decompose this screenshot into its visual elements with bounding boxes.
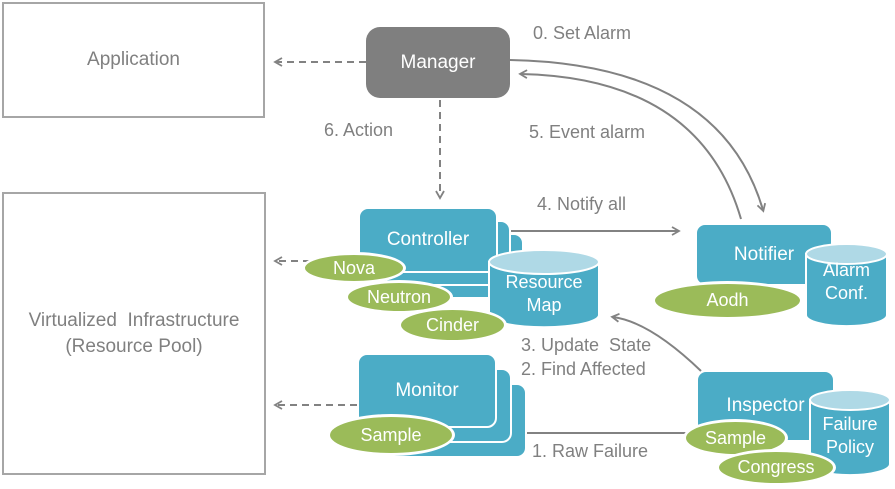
- virtualized-infrastructure-label-line1: Virtualized Infrastructure: [28, 309, 240, 331]
- sample-monitor-service: Sample: [327, 414, 455, 456]
- application-label: Application: [87, 49, 180, 70]
- cylinder-shape: [805, 243, 888, 328]
- monitor-node: Monitor: [357, 353, 497, 428]
- aodh-label: Aodh: [706, 290, 749, 310]
- flow-label-notify-all: 4. Notify all: [537, 194, 627, 214]
- flow-label-action: 6. Action: [324, 120, 394, 140]
- virtualized-infrastructure-box: Virtualized Infrastructure (Resource Poo…: [2, 192, 266, 475]
- flow-label-find-affected: 2. Find Affected: [521, 359, 646, 379]
- arrow-find-affected-update-state: [610, 313, 702, 372]
- cinder-label: Cinder: [425, 314, 480, 335]
- flow-label-raw-failure: 1. Raw Failure: [532, 441, 649, 461]
- controller-node: Controller: [358, 207, 498, 273]
- manager-label: Manager: [400, 51, 476, 73]
- congress-label: Congress: [737, 457, 815, 477]
- application-box: Application: [2, 2, 265, 118]
- arrow-event-alarm: [518, 69, 742, 220]
- manager-node: Manager: [366, 27, 510, 98]
- resource-map-label: Resource Map: [505, 272, 583, 315]
- aodh-service: Aodh: [652, 281, 803, 320]
- inspector-label: Inspector: [726, 395, 805, 416]
- flow-label-event-alarm: 5. Event alarm: [529, 122, 646, 142]
- monitor-label: Monitor: [395, 379, 459, 401]
- flow-label-update-state: 3. Update State: [521, 335, 652, 355]
- controller-label: Controller: [386, 229, 470, 250]
- failure-policy-datastore: Failure Policy: [809, 389, 891, 477]
- notifier-label: Notifier: [733, 243, 795, 265]
- cinder-service: Cinder: [398, 307, 507, 343]
- failure-policy-label: Failure Policy: [822, 414, 878, 457]
- sample-monitor-label: Sample: [360, 424, 422, 445]
- cylinder-shape: [488, 249, 600, 329]
- nova-service: Nova: [302, 252, 406, 284]
- sample-inspector-label: Sample: [704, 427, 767, 448]
- alarm-conf-label: Alarm Conf.: [822, 260, 870, 303]
- resource-map-datastore: Resource Map: [488, 249, 600, 329]
- neutron-label: Neutron: [366, 286, 432, 307]
- virtualized-infrastructure-label-line2: (Resource Pool): [65, 335, 203, 357]
- nova-label: Nova: [332, 257, 376, 278]
- cylinder-shape: [809, 389, 891, 477]
- flow-label-set-alarm: 0. Set Alarm: [533, 23, 632, 43]
- congress-service: Congress: [716, 449, 836, 486]
- alarm-conf-datastore: Alarm Conf.: [805, 243, 888, 328]
- arrow-set-alarm: [509, 59, 767, 213]
